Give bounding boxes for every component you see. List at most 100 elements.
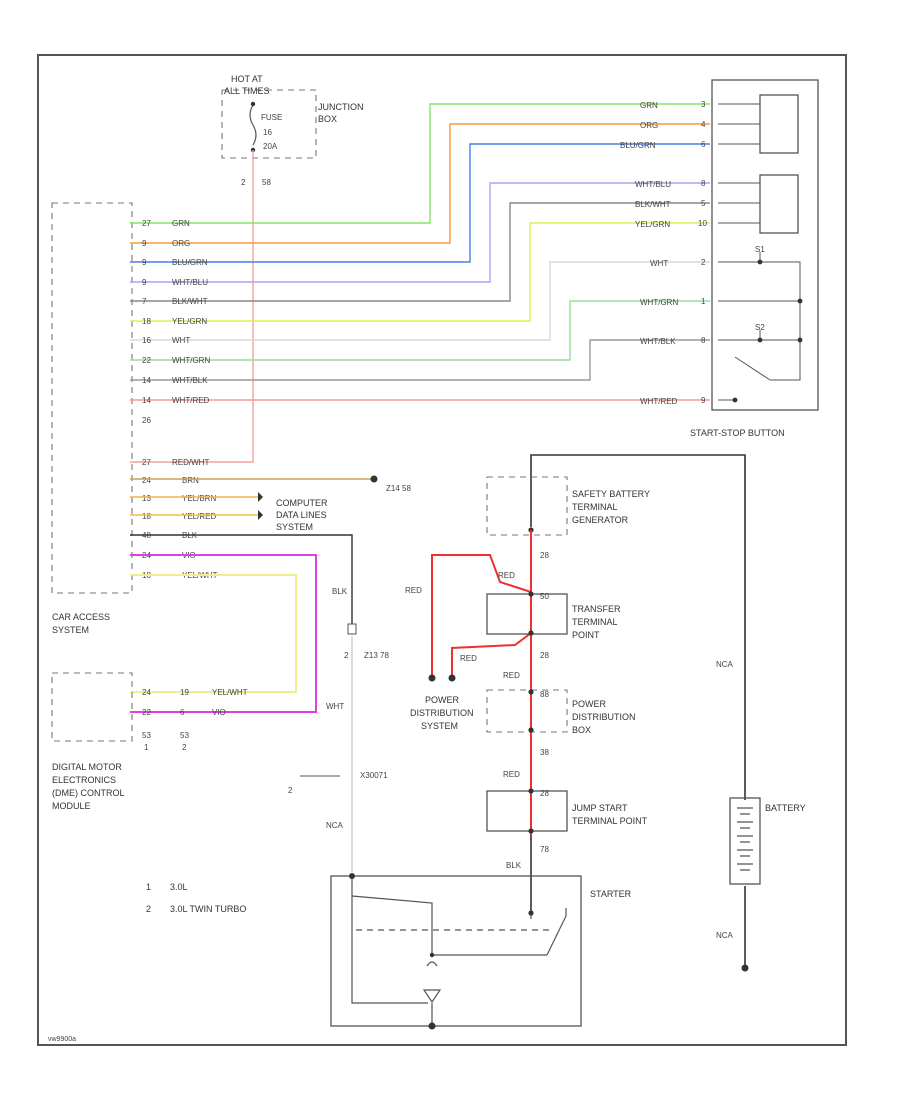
wire-label: YEL/WHT [212, 688, 248, 697]
diagram-frame [37, 54, 847, 1046]
wire-label: YEL/BRN [182, 494, 216, 503]
wire-vio [130, 554, 317, 713]
starter-ground [428, 1022, 436, 1030]
button-pin: 10 [698, 219, 707, 228]
safety-label: TERMINAL [572, 502, 618, 512]
wire-red-pds-2 [451, 632, 532, 675]
wire-label: WHT/RED [172, 396, 210, 405]
junction-pin-label: 58 [262, 178, 271, 187]
ground-connector [741, 964, 749, 972]
starter-terminal [349, 873, 355, 879]
wire-whtblk [130, 339, 710, 381]
all-times-label: ALL TIMES [224, 86, 270, 96]
wire-label: BLK/WHT [635, 200, 671, 209]
cas-pin: 18 [142, 317, 151, 326]
wire-label: RED [405, 586, 422, 595]
button-outline [711, 79, 819, 411]
wire-label: WHT/BLK [640, 337, 676, 346]
cas-pin: 9 [142, 258, 147, 267]
starter-outline [330, 875, 582, 1027]
fuse-terminal-top [250, 101, 256, 107]
diagram-id-label: vw9900a [48, 1036, 76, 1043]
wire-label: WHT/GRN [640, 298, 678, 307]
cas-pin: 14 [142, 376, 151, 385]
switch-contact [757, 259, 763, 265]
pin-label: 38 [540, 748, 549, 757]
safety-terminal-outline [486, 476, 568, 536]
wire-label: GRN [172, 219, 190, 228]
car-access-system: CAR ACCESS SYSTEM [51, 202, 133, 635]
pdb-outline [486, 689, 568, 733]
cas-pin: 14 [142, 396, 151, 405]
switch-label: S1 [755, 245, 765, 254]
cas-pin: 27 [142, 219, 151, 228]
wire-redwht [130, 150, 254, 463]
terminal-node [528, 630, 534, 636]
cas-pin: 9 [142, 239, 147, 248]
junction-box-label-line2: BOX [318, 114, 337, 124]
pin-label: 28 [540, 789, 549, 798]
wire-label: WHT/BLU [635, 180, 671, 189]
terminal-node [528, 788, 534, 794]
terminal-node [528, 727, 534, 733]
dme-outline [51, 672, 133, 742]
dme-label: ELECTRONICS [52, 775, 116, 785]
wire-blk [130, 534, 353, 628]
pdb-label: DISTRIBUTION [572, 712, 636, 722]
dme-pin: 22 [142, 708, 151, 717]
battery-icon [737, 807, 753, 871]
dme-pin: 2 [182, 743, 187, 752]
connector-icon [347, 623, 357, 635]
terminal-node [528, 689, 534, 695]
button-pin: 2 [701, 258, 706, 267]
motor-icon [422, 989, 442, 1004]
wire-label: RED [503, 671, 520, 680]
dme-pin: 53 [142, 731, 151, 740]
wire-label: BLK [506, 861, 522, 870]
wire-label: NCA [716, 931, 734, 940]
switch-node [797, 337, 803, 343]
button-pin: 8 [701, 179, 706, 188]
wire-label: YEL/GRN [172, 317, 207, 326]
pin-label: 88 [540, 690, 549, 699]
battery-label: BATTERY [765, 803, 806, 813]
starter-node [429, 952, 435, 958]
wire-label: WHT [650, 259, 668, 268]
wire-label: WHT/RED [640, 397, 678, 406]
wire-label: YEL/RED [182, 512, 216, 521]
dme-pin: 1 [144, 743, 149, 752]
terminal-node [528, 591, 534, 597]
wire-label: BLK [332, 587, 348, 596]
wire-label: ORG [172, 239, 190, 248]
power-chain: NCA NCA SAFETY BATTERY TERMINAL GENERATO… [405, 454, 749, 972]
wire-label: RED [503, 770, 520, 779]
wire-label: VIO [212, 708, 226, 717]
wire-blkwht [130, 202, 710, 302]
fuse-number: 16 [263, 128, 272, 137]
wire-label: WHT [172, 336, 190, 345]
wire-label: BLK/WHT [172, 297, 208, 306]
wire-red-pds [431, 554, 532, 675]
dme-pin: 53 [180, 731, 189, 740]
junction-box: HOT AT ALL TIMES FUSE 16 20A JUNCTION BO… [221, 74, 364, 187]
safety-label: SAFETY BATTERY [572, 489, 650, 499]
wire-label: WHT/BLK [172, 376, 208, 385]
button-pin: 6 [701, 140, 706, 149]
switch-contact [757, 337, 763, 343]
legend-text: 3.0L [170, 882, 188, 892]
cas-pin: 24 [142, 476, 151, 485]
wire-blk-battery [530, 454, 746, 800]
wire-label: BLU/GRN [620, 141, 656, 150]
start-stop-button: S1 S2 START-STOP BUTTON [690, 79, 819, 438]
cas-pin: 9 [142, 278, 147, 287]
wire-label: RED/WHT [172, 458, 209, 467]
button-pin: 9 [701, 396, 706, 405]
cas-label-line1: CAR ACCESS [52, 612, 110, 622]
pds-connector [448, 674, 456, 682]
transfer-label: TRANSFER [572, 604, 621, 614]
wire-blugrn [130, 143, 710, 263]
wire-label: RED [498, 571, 515, 580]
cas-outline [51, 202, 133, 594]
pin-label: 28 [540, 551, 549, 560]
terminal-node [528, 828, 534, 834]
